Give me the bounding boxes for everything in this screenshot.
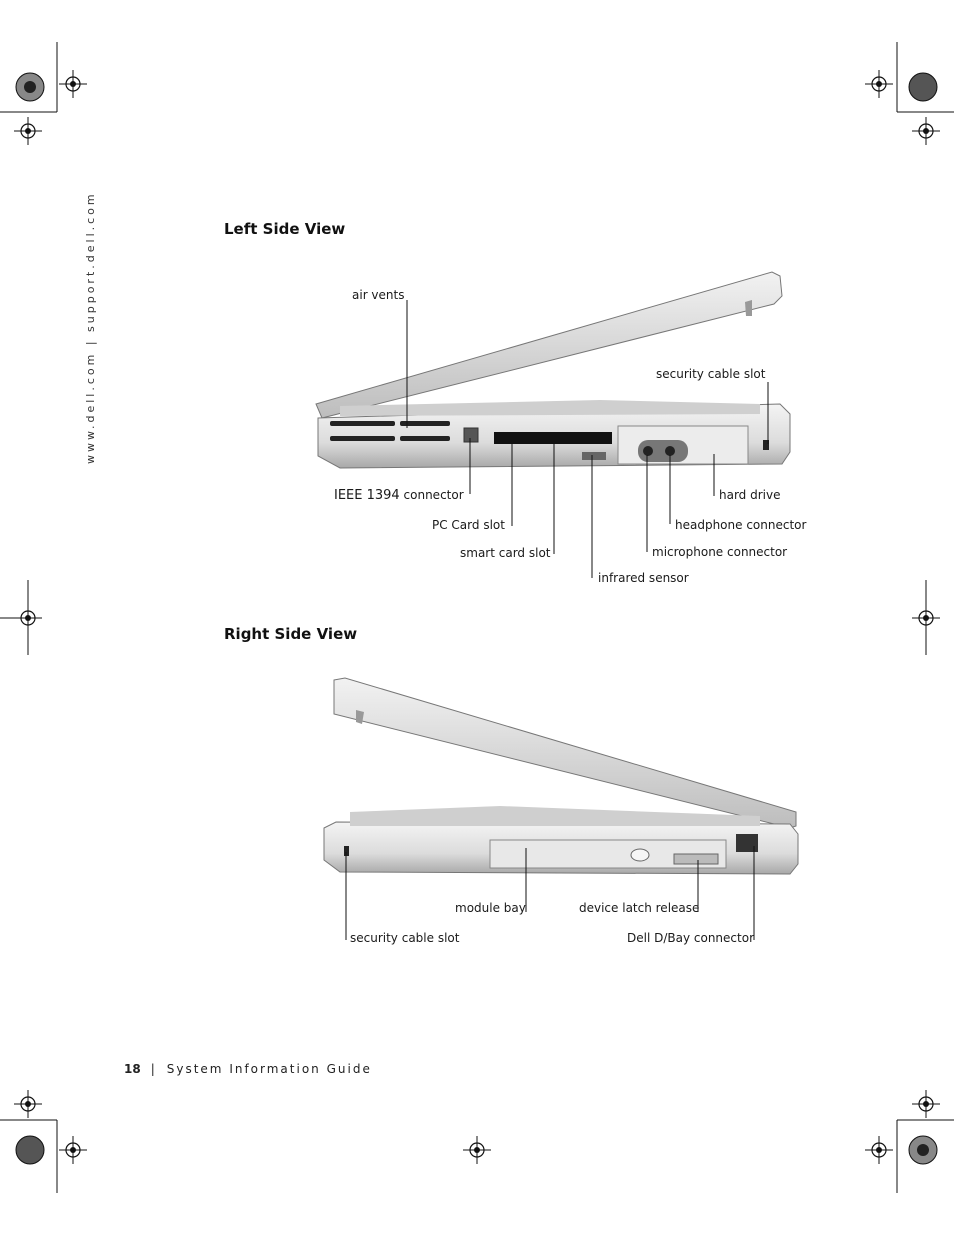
label-ieee-1394: IEEE 1394 <box>334 488 400 503</box>
label-headphone-connector: headphone connector <box>675 518 807 532</box>
color-target-marks <box>15 72 938 1165</box>
label-connector: connector <box>403 488 464 502</box>
crop-marks <box>0 42 954 1193</box>
label-dell-dbay-connector: Dell D/Bay connector <box>627 931 755 945</box>
label-air-vents: air vents <box>352 288 405 302</box>
page-number: 18 <box>124 1062 141 1076</box>
right-side-laptop-illustration <box>323 677 799 875</box>
left-side-laptop-illustration <box>315 271 791 469</box>
label-pc-card-slot: PC Card slot <box>432 518 505 532</box>
right-side-view-heading: Right Side View <box>224 625 358 643</box>
sidebar-url-text: www.dell.com | support.dell.com <box>84 191 97 464</box>
label-ieee-1394-connector: IEEE 1394 connector <box>334 488 464 503</box>
label-infrared-sensor: infrared sensor <box>598 571 689 585</box>
registration-marks <box>13 69 941 1165</box>
left-side-view-heading: Left Side View <box>224 220 346 238</box>
label-module-bay: module bay <box>455 901 526 915</box>
guide-title: System Information Guide <box>166 1062 372 1076</box>
label-security-cable-slot-left: security cable slot <box>656 367 766 381</box>
label-device-latch-release: device latch release <box>579 901 700 915</box>
callout-leader-lines <box>345 300 769 940</box>
label-microphone-connector: microphone connector <box>652 545 788 559</box>
footer-separator: | <box>150 1062 155 1076</box>
label-hard-drive: hard drive <box>719 488 781 502</box>
page-footer: 18 | System Information Guide <box>124 1062 372 1076</box>
label-smart-card-slot: smart card slot <box>460 546 551 560</box>
label-security-cable-slot-right: security cable slot <box>350 931 460 945</box>
